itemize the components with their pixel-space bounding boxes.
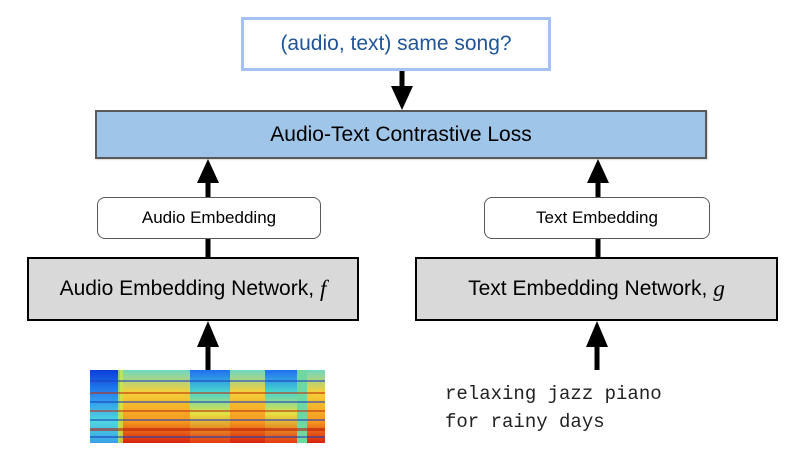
text-embedding-network-box: Text Embedding Network, g — [415, 257, 778, 321]
text-network-label: Text Embedding Network, — [468, 277, 708, 300]
arrow-text-embedding-to-loss — [587, 159, 609, 197]
text-network-symbol: g — [713, 276, 725, 301]
arrow-spectrogram-to-audio-network — [197, 321, 219, 370]
arrow-question-to-loss — [391, 71, 413, 110]
spectrogram-harmonics — [90, 380, 325, 438]
spectrogram-image — [90, 370, 325, 443]
contrastive-loss-box: Audio-Text Contrastive Loss — [95, 110, 707, 159]
objective-question-box: (audio, text) same song? — [241, 17, 551, 71]
audio-embedding-label: Audio Embedding — [141, 208, 277, 227]
audio-network-label: Audio Embedding Network, — [59, 277, 315, 300]
objective-question-label: (audio, text) same song? — [280, 32, 512, 55]
contrastive-loss-label: Audio-Text Contrastive Loss — [270, 122, 532, 146]
text-embedding-label: Text Embedding — [536, 208, 658, 227]
audio-embedding-box: Audio Embedding — [97, 197, 321, 239]
arrow-audio-embedding-to-loss — [197, 159, 219, 197]
text-input-caption: relaxing jazz piano for rainy days — [445, 380, 662, 436]
audio-network-symbol: f — [320, 276, 327, 301]
text-embedding-box: Text Embedding — [484, 197, 710, 239]
caption-line-1: relaxing jazz piano — [445, 383, 662, 405]
arrow-caption-to-text-network — [586, 321, 608, 370]
caption-line-2: for rainy days — [445, 411, 605, 433]
audio-embedding-network-box: Audio Embedding Network, f — [27, 257, 359, 321]
